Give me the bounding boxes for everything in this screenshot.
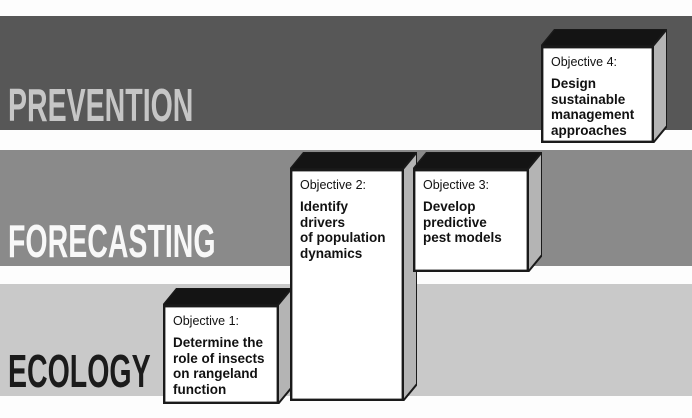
band-label-forecasting: FORECASTING [8,215,216,267]
objective-1-title: Objective 1: [173,314,240,328]
objective-2-text: Objective 2: Identify drivers of populat… [290,169,403,401]
box-top-face [413,152,542,170]
box-front-face [163,305,279,404]
box-side-face [652,29,667,143]
objective-2-title: Objective 2: [300,178,367,192]
box-front-face [413,169,529,272]
box-top-face [541,29,667,47]
box-side-face [527,152,542,272]
objective-1-box: Objective 1: Determine the role of insec… [163,288,292,404]
objective-3-box-3d-shape [413,152,542,272]
band-label-prevention: PREVENTION [8,79,194,131]
objective-1-body: Determine the role of insects on rangela… [173,335,265,397]
band-label-ecology: ECOLOGY [8,345,151,397]
objective-1-box-3d-shape [163,288,292,404]
objective-4-body: Design sustainable management approaches [551,76,635,138]
objective-3-box: Objective 3: Develop predictive pest mod… [413,152,542,272]
objective-2-box: Objective 2: Identify drivers of populat… [290,152,417,401]
objective-3-text: Objective 3: Develop predictive pest mod… [413,169,528,272]
objective-3-title: Objective 3: [423,178,490,192]
objective-4-box-3d-shape [541,29,667,143]
objective-4-title: Objective 4: [551,55,618,69]
objective-3-body: Develop predictive pest models [423,199,502,245]
box-top-face [163,288,292,306]
objective-1-text: Objective 1: Determine the role of insec… [163,305,278,404]
objective-4-text: Objective 4: Design sustainable manageme… [541,46,653,143]
box-front-face [541,46,654,143]
objective-4-box: Objective 4: Design sustainable manageme… [541,29,667,143]
objective-2-body: Identify drivers of population dynamics [300,199,386,261]
box-front-face [290,169,404,401]
box-top-face [290,152,417,170]
